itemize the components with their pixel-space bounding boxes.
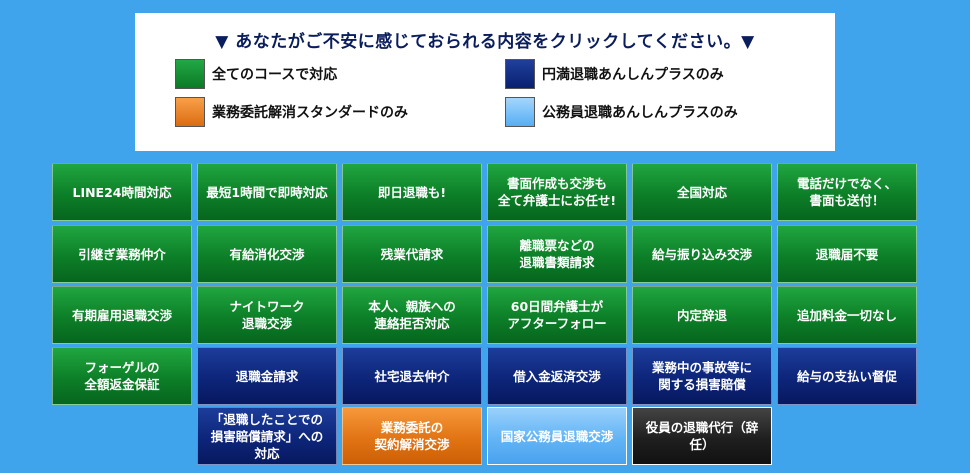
legend-swatch-orange <box>175 97 205 127</box>
tile-offer-decline[interactable]: 内定辞退 <box>632 286 772 344</box>
tile-after-follow[interactable]: 60日間弁護士が アフターフォロー <box>487 286 627 344</box>
tile-company-housing[interactable]: 社宅退去仲介 <box>342 347 482 405</box>
tile-written-notice[interactable]: 電話だけでなく、 書面も送付！ <box>777 163 917 221</box>
tile-paid-leave[interactable]: 有給消化交渉 <box>197 225 337 283</box>
tile-contract-termination[interactable]: 業務委託の 契約解消交渉 <box>342 407 482 465</box>
tile-salary-transfer[interactable]: 給与振り込み交渉 <box>632 225 772 283</box>
tile-executive-resign[interactable]: 役員の退職代行（辞任） <box>632 407 772 465</box>
legend-title: ▼ あなたがご不安に感じておられる内容をクリックしてください。▼ <box>215 32 755 52</box>
tile-shortest-1hour[interactable]: 最短1時間で即時対応 <box>197 163 337 221</box>
legend-label: 業務委託解消スタンダードのみ <box>212 105 408 121</box>
tile-nationwide[interactable]: 全国対応 <box>632 163 772 221</box>
tile-overtime[interactable]: 残業代請求 <box>342 225 482 283</box>
legend-item-gyomu-itaku: 業務委託解消スタンダードのみ <box>175 97 408 127</box>
legend-panel: ▼ あなたがご不安に感じておられる内容をクリックしてください。▼ 全てのコースで… <box>135 13 835 151</box>
tile-severance-claim[interactable]: 退職金請求 <box>197 347 337 405</box>
tile-nightwork[interactable]: ナイトワーク 退職交渉 <box>197 286 337 344</box>
legend-item-all-courses: 全てのコースで対応 <box>175 59 337 89</box>
tile-no-notice[interactable]: 退職届不要 <box>777 225 917 283</box>
tile-line24[interactable]: LINE24時間対応 <box>52 163 192 221</box>
tile-civil-servant[interactable]: 国家公務員退職交渉 <box>487 407 627 465</box>
legend-item-komuin: 公務員退職あんしんプラスのみ <box>505 97 738 127</box>
tile-contact-refusal[interactable]: 本人、親族への 連絡拒否対応 <box>342 286 482 344</box>
tile-same-day[interactable]: 即日退職も! <box>342 163 482 221</box>
tile-handover[interactable]: 引継ぎ業務仲介 <box>52 225 192 283</box>
tile-refund-guarantee[interactable]: フォーゲルの 全額返金保証 <box>52 347 192 405</box>
tile-loan-repayment[interactable]: 借入金返済交渉 <box>487 347 627 405</box>
tile-accident-damages[interactable]: 業務中の事故等に 関する損害賠償 <box>632 347 772 405</box>
legend-label: 公務員退職あんしんプラスのみ <box>542 105 738 121</box>
tile-damage-claim-response[interactable]: 「退職したことでの 損害賠償請求」への 対応 <box>197 407 337 465</box>
legend-item-enman: 円満退職あんしんプラスのみ <box>505 59 724 89</box>
legend-swatch-navy <box>505 59 535 89</box>
tile-lawyer-all[interactable]: 書面作成も交渉も 全て弁護士にお任せ! <box>487 163 627 221</box>
legend-swatch-green <box>175 59 205 89</box>
tile-documents[interactable]: 離職票などの 退職書類請求 <box>487 225 627 283</box>
legend-swatch-lightblue <box>505 97 535 127</box>
legend-label: 全てのコースで対応 <box>212 67 338 83</box>
tile-payment-demand[interactable]: 給与の支払い督促 <box>777 347 917 405</box>
tile-fixed-term[interactable]: 有期雇用退職交渉 <box>52 286 192 344</box>
legend-label: 円満退職あんしんプラスのみ <box>542 67 724 83</box>
tile-no-extra-fee[interactable]: 追加料金一切なし <box>777 286 917 344</box>
